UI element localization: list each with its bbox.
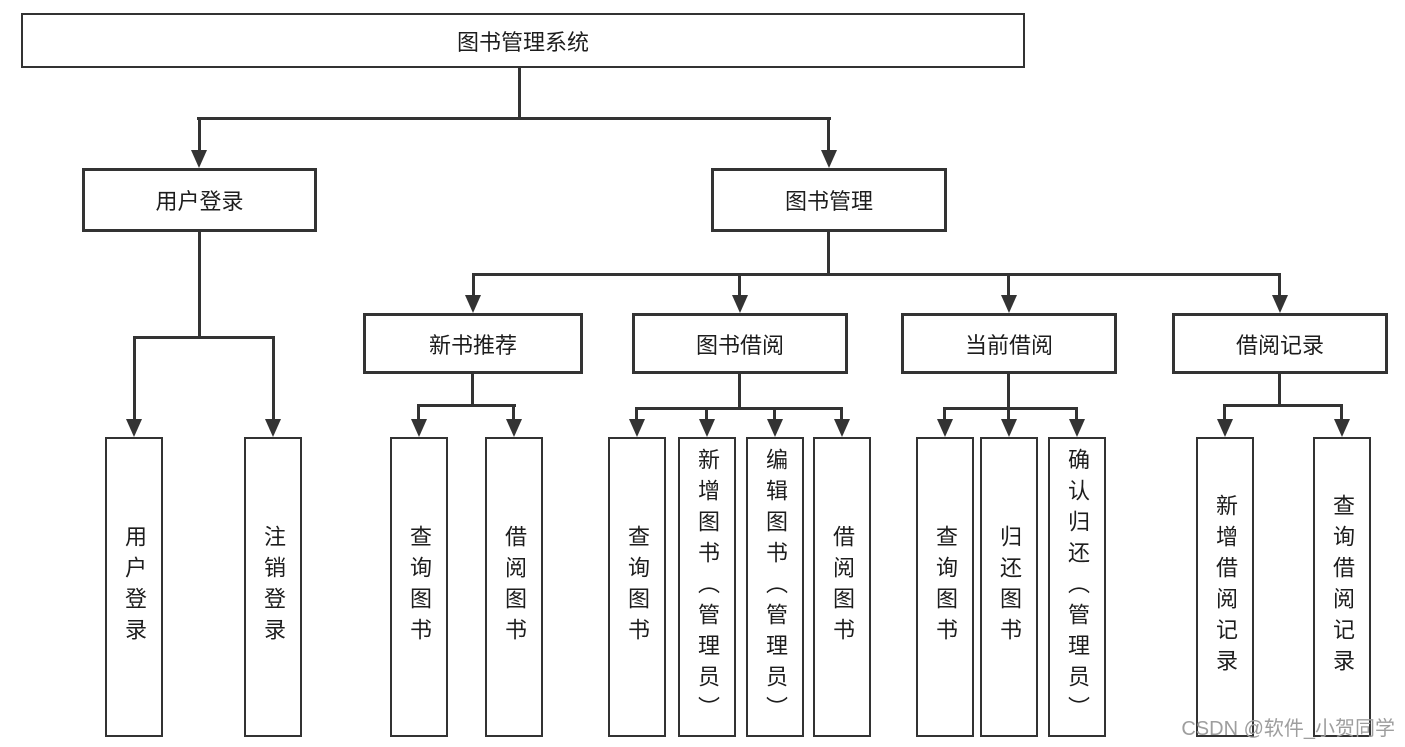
node-label: 确认归还（管理员）	[1065, 447, 1090, 727]
connector-line	[472, 273, 1281, 276]
connector-line	[1075, 407, 1078, 421]
arrow-down-icon	[1001, 419, 1017, 437]
arrow-down-icon	[732, 295, 748, 313]
connector-line	[417, 404, 516, 407]
arrow-down-icon	[265, 419, 281, 437]
node-add-borrow-record: 新增借阅记录	[1196, 437, 1254, 737]
node-label: 注销登录	[261, 525, 286, 649]
node-query-books-borrowing: 查询图书	[608, 437, 666, 737]
connector-line	[943, 407, 1078, 410]
connector-line	[197, 117, 831, 120]
node-label: 图书管理系统	[456, 29, 589, 55]
node-label: 归还图书	[997, 525, 1022, 649]
connector-line	[705, 407, 708, 421]
connector-line	[827, 232, 830, 276]
node-query-books-recommend: 查询图书	[390, 437, 448, 737]
node-confirm-return-admin: 确认归还（管理员）	[1048, 437, 1106, 737]
node-current-borrowing: 当前借阅	[901, 313, 1117, 374]
node-label: 查询图书	[933, 525, 958, 649]
arrow-down-icon	[506, 419, 522, 437]
node-borrowing-records: 借阅记录	[1172, 313, 1388, 374]
connector-line	[1278, 273, 1281, 297]
node-label: 查询图书	[625, 525, 650, 649]
arrow-down-icon	[767, 419, 783, 437]
arrow-down-icon	[465, 295, 481, 313]
arrow-down-icon	[937, 419, 953, 437]
arrow-down-icon	[1001, 295, 1017, 313]
node-query-borrow-record: 查询借阅记录	[1313, 437, 1371, 737]
connector-line	[840, 407, 843, 421]
node-label: 用户登录	[155, 189, 244, 214]
arrow-down-icon	[1272, 295, 1288, 313]
node-label: 查询借阅记录	[1330, 494, 1355, 680]
node-label: 编辑图书（管理员）	[763, 447, 788, 727]
connector-line	[198, 232, 201, 339]
connector-line	[827, 117, 830, 152]
node-new-book-recommend: 新书推荐	[363, 313, 583, 374]
node-library-management-system: 图书管理系统	[21, 13, 1025, 68]
node-borrow-books-borrowing: 借阅图书	[813, 437, 871, 737]
arrow-down-icon	[699, 419, 715, 437]
node-borrow-books-recommend: 借阅图书	[485, 437, 543, 737]
node-logout: 注销登录	[244, 437, 302, 737]
connector-line	[1007, 374, 1010, 410]
connector-line	[635, 407, 843, 410]
connector-line	[472, 273, 475, 297]
connector-line	[272, 336, 275, 421]
connector-line	[417, 404, 420, 421]
arrow-down-icon	[191, 150, 207, 168]
connector-line	[471, 374, 474, 407]
connector-line	[1340, 404, 1343, 421]
node-label: 借阅图书	[830, 525, 855, 649]
arrow-down-icon	[821, 150, 837, 168]
connector-line	[738, 374, 741, 410]
connector-line	[133, 336, 275, 339]
arrow-down-icon	[126, 419, 142, 437]
connector-line	[635, 407, 638, 421]
arrow-down-icon	[629, 419, 645, 437]
connector-line	[512, 404, 515, 421]
arrow-down-icon	[1334, 419, 1350, 437]
arrow-down-icon	[411, 419, 427, 437]
connector-line	[1007, 273, 1010, 297]
connector-line	[943, 407, 946, 421]
node-label: 图书管理	[784, 189, 873, 214]
node-label: 用户登录	[122, 525, 147, 649]
connector-line	[1007, 407, 1010, 421]
arrow-down-icon	[1217, 419, 1233, 437]
node-label: 查询图书	[407, 525, 432, 649]
connector-line	[198, 117, 201, 152]
node-user-login: 用户登录	[82, 168, 317, 232]
node-label: 图书借阅	[695, 332, 784, 358]
node-label: 新增图书（管理员）	[695, 447, 720, 727]
connector-line	[773, 407, 776, 421]
node-label: 新书推荐	[428, 332, 517, 358]
arrow-down-icon	[834, 419, 850, 437]
connector-line	[133, 336, 136, 421]
node-return-books: 归还图书	[980, 437, 1038, 737]
node-query-books-current: 查询图书	[916, 437, 974, 737]
node-login: 用户登录	[105, 437, 163, 737]
node-label: 新增借阅记录	[1213, 494, 1238, 680]
connector-line	[1278, 374, 1281, 407]
connector-line	[518, 68, 521, 120]
connector-line	[738, 273, 741, 297]
arrow-down-icon	[1069, 419, 1085, 437]
csdn-watermark: CSDN @软件_小贺同学	[1181, 718, 1395, 740]
node-label: 借阅图书	[502, 525, 527, 649]
node-edit-book-admin: 编辑图书（管理员）	[746, 437, 804, 737]
node-label: 借阅记录	[1235, 332, 1324, 358]
connector-line	[1223, 404, 1343, 407]
node-book-borrowing: 图书借阅	[632, 313, 848, 374]
node-add-book-admin: 新增图书（管理员）	[678, 437, 736, 737]
connector-line	[1223, 404, 1226, 421]
node-book-management: 图书管理	[711, 168, 947, 232]
node-label: 当前借阅	[964, 332, 1053, 358]
